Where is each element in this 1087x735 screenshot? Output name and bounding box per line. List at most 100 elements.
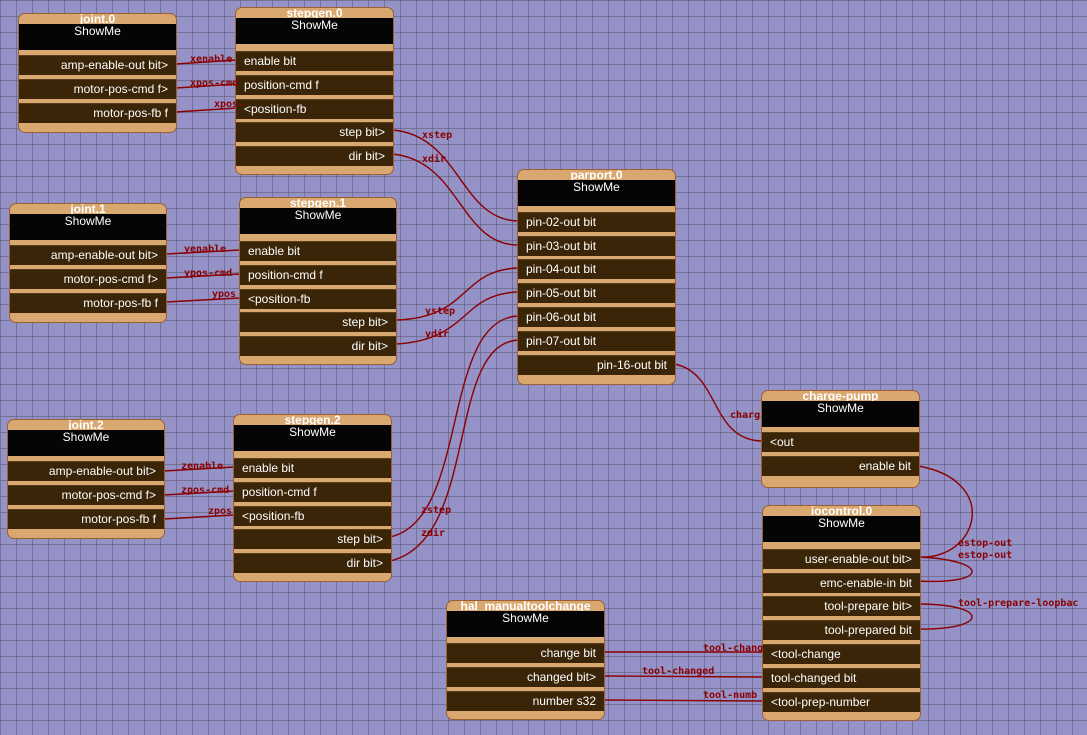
pin[interactable]: changed bit>	[447, 667, 604, 687]
pin[interactable]: tool-prepare bit>	[763, 596, 920, 616]
component-title: joint.2	[68, 419, 104, 432]
component-title: charge-pump	[802, 390, 879, 403]
component-joint1[interactable]: joint.1 ShowMe amp-enable-out bit> motor…	[9, 203, 167, 323]
pin[interactable]: enable bit	[234, 458, 391, 478]
component-stepgen2[interactable]: stepgen.2 ShowMe enable bit position-cmd…	[233, 414, 392, 582]
pin[interactable]: motor-pos-cmd f>	[19, 79, 176, 99]
pin[interactable]: pin-07-out bit	[518, 331, 675, 351]
pin[interactable]: <position-fb	[240, 289, 396, 309]
component-title: parport.0	[570, 169, 623, 182]
pin[interactable]: pin-05-out bit	[518, 283, 675, 303]
wire-xstep	[391, 129, 519, 222]
wire-estop	[917, 465, 973, 583]
component-title: stepgen.2	[284, 414, 341, 427]
wire-zdir	[389, 339, 519, 562]
component-title: joint.1	[70, 203, 106, 216]
signal-label: zpos-cmd	[181, 485, 230, 496]
component-stepgen0[interactable]: stepgen.0 ShowMe enable bit position-cmd…	[235, 7, 394, 175]
pin[interactable]: enable bit	[240, 241, 396, 261]
signal-label: zstep	[421, 505, 452, 516]
component-iocontrol0[interactable]: iocontrol.0 ShowMe user-enable-out bit> …	[762, 505, 921, 721]
showme-button[interactable]: ShowMe	[240, 208, 396, 234]
pin[interactable]: <tool-prep-number	[763, 692, 920, 712]
component-joint0[interactable]: joint.0 ShowMe amp-enable-out bit> motor…	[18, 13, 177, 133]
signal-label: tool-numb	[703, 690, 758, 701]
showme-button[interactable]: ShowMe	[762, 401, 919, 427]
showme-button[interactable]: ShowMe	[10, 214, 166, 240]
component-joint2[interactable]: joint.2 ShowMe amp-enable-out bit> motor…	[7, 419, 165, 539]
signal-label: xenable	[190, 54, 233, 65]
showme-button[interactable]: ShowMe	[518, 180, 675, 206]
pin[interactable]: position-cmd f	[236, 75, 393, 95]
pin[interactable]: position-cmd f	[240, 265, 396, 285]
pin[interactable]: step bit>	[236, 122, 393, 142]
component-parport0[interactable]: parport.0 ShowMe pin-02-out bit pin-03-o…	[517, 169, 676, 385]
component-charge-pump[interactable]: charge-pump ShowMe <out enable bit	[761, 390, 920, 488]
component-title: joint.0	[79, 13, 116, 26]
showme-button[interactable]: ShowMe	[236, 18, 393, 44]
pin[interactable]: motor-pos-fb f	[10, 293, 166, 313]
wire-xdir	[391, 153, 519, 246]
pin[interactable]: pin-06-out bit	[518, 307, 675, 327]
pin[interactable]: pin-03-out bit	[518, 236, 675, 256]
wire-ystep	[395, 267, 519, 321]
pin[interactable]: tool-prepared bit	[763, 620, 920, 640]
pin[interactable]: motor-pos-cmd f>	[8, 485, 164, 505]
pin[interactable]: pin-04-out bit	[518, 259, 675, 279]
component-manualtoolchange[interactable]: hal_manualtoolchange ShowMe change bit c…	[446, 600, 605, 720]
signal-label: zpos	[208, 506, 233, 517]
component-title: iocontrol.0	[810, 505, 873, 518]
pin[interactable]: emc-enable-in bit	[763, 573, 920, 593]
pin[interactable]: change bit	[447, 643, 604, 663]
pin[interactable]: enable bit	[762, 456, 919, 476]
component-stepgen1[interactable]: stepgen.1 ShowMe enable bit position-cmd…	[239, 197, 397, 365]
pin[interactable]: motor-pos-fb f	[8, 509, 164, 529]
signal-label: tool-changed	[642, 666, 715, 677]
pin[interactable]: user-enable-out bit>	[763, 549, 920, 569]
pin[interactable]: dir bit>	[234, 553, 391, 573]
pin[interactable]: pin-02-out bit	[518, 212, 675, 232]
component-title: stepgen.0	[286, 7, 343, 20]
signal-label: zenable	[181, 461, 224, 472]
signal-label: yenable	[184, 244, 227, 255]
signal-label: ystep	[425, 306, 456, 317]
pin[interactable]: dir bit>	[236, 146, 393, 166]
component-title: stepgen.1	[289, 197, 346, 210]
signal-label: xdir	[422, 154, 447, 165]
signal-label: xstep	[422, 130, 453, 141]
wire-zstep	[389, 315, 519, 538]
pin[interactable]: enable bit	[236, 51, 393, 71]
showme-button[interactable]: ShowMe	[447, 611, 604, 637]
showme-button[interactable]: ShowMe	[8, 430, 164, 456]
pin[interactable]: tool-changed bit	[763, 668, 920, 688]
signal-label: xpos-cmd	[190, 78, 239, 89]
showme-button[interactable]: ShowMe	[763, 516, 920, 542]
pin[interactable]: amp-enable-out bit>	[10, 245, 166, 265]
pin[interactable]: <tool-change	[763, 644, 920, 664]
pin[interactable]: step bit>	[234, 529, 391, 549]
pin[interactable]: number s32	[447, 691, 604, 711]
showme-button[interactable]: ShowMe	[234, 425, 391, 451]
signal-label: estop-out	[958, 550, 1013, 561]
pin[interactable]: <out	[762, 432, 919, 452]
pin[interactable]: motor-pos-cmd f>	[10, 269, 166, 289]
signal-label: tool-chang	[703, 643, 764, 654]
component-title: hal_manualtoolchange	[460, 600, 591, 613]
pin[interactable]: amp-enable-out bit>	[19, 55, 176, 75]
pin[interactable]: <position-fb	[234, 506, 391, 526]
pin[interactable]: <position-fb	[236, 99, 393, 119]
pin[interactable]: amp-enable-out bit>	[8, 461, 164, 481]
pin[interactable]: motor-pos-fb f	[19, 103, 176, 123]
wire-charge	[673, 363, 763, 442]
pin[interactable]: position-cmd f	[234, 482, 391, 502]
pin[interactable]: step bit>	[240, 312, 396, 332]
signal-label: charg	[730, 410, 761, 421]
pin[interactable]: dir bit>	[240, 336, 396, 356]
signal-label: ydir	[425, 329, 450, 340]
showme-button[interactable]: ShowMe	[19, 24, 176, 50]
signal-label: xpos-	[214, 99, 245, 110]
signal-label: ypos-cmd	[184, 268, 233, 279]
signal-label: ypos	[212, 289, 237, 300]
pin[interactable]: pin-16-out bit	[518, 355, 675, 375]
